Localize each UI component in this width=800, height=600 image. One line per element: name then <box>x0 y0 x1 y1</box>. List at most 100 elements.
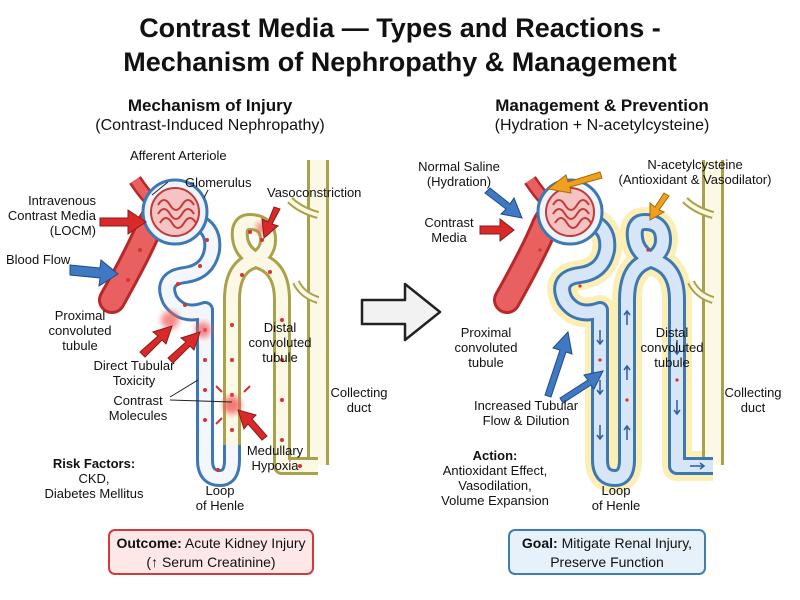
label-left-collecting-line-1: Collecting <box>330 385 388 400</box>
hypoxia-red-arrow-icon <box>237 409 268 441</box>
iv-contrast-red-arrow-icon <box>99 209 147 235</box>
label-iv-contrast-line-1: Intravenous <box>28 193 96 208</box>
label-right-collecting-duct: Collecting duct <box>720 385 786 415</box>
goal-label: Goal: <box>521 535 558 551</box>
label-blood-flow: Blood Flow <box>6 252 71 267</box>
right-collecting-duct <box>682 160 724 465</box>
label-right-proximal-line-2: convoluted <box>454 340 518 355</box>
label-right-contrast-line-2: Media <box>431 230 467 245</box>
left-panel-header: Mechanism of Injury (Contrast-Induced Ne… <box>30 96 390 136</box>
left-nephron <box>98 160 329 487</box>
label-right-collecting-line-1: Collecting <box>724 385 782 400</box>
left-panel-subheading: (Contrast-Induced Nephropathy) <box>95 117 325 134</box>
label-direct-toxicity: Direct Tubular Toxicity <box>84 358 184 388</box>
label-vasoconstriction: Vasoconstriction <box>267 185 362 200</box>
label-right-proximal-line-3: tubule <box>468 355 504 370</box>
label-right-loop-line-1: Loop <box>601 483 631 498</box>
label-left-distal-line-1: Distal <box>263 320 297 335</box>
label-contrast-molecules-line-1: Contrast <box>113 393 163 408</box>
goal-line-2: Preserve Function <box>550 554 664 570</box>
label-left-loop-line-1: Loop <box>205 483 235 498</box>
label-left-loop-of-henle: Loop of Henle <box>190 483 250 513</box>
label-right-contrast-media: Contrast Media <box>422 215 476 245</box>
normal-saline-blue-arrow-icon <box>484 187 523 219</box>
label-right-proximal-line-1: Proximal <box>460 325 512 340</box>
goal-text: Mitigate Renal Injury, <box>557 535 693 551</box>
left-distal-tubule <box>223 213 318 475</box>
action-item-3: Volume Expansion <box>441 493 549 508</box>
right-nephron <box>493 160 724 493</box>
label-left-distal-line-3: tubule <box>262 350 298 365</box>
label-nac: N-acetylcysteine (Antioxidant & Vasodila… <box>600 157 790 187</box>
action-heading: Action: <box>472 448 518 463</box>
label-normal-saline-line-2: (Hydration) <box>426 174 492 189</box>
label-normal-saline: Normal Saline (Hydration) <box>412 159 506 189</box>
label-medullary-hypoxia: Medullary Hypoxia <box>240 443 310 473</box>
right-arrows <box>479 171 670 404</box>
label-medullary-hypoxia-line-1: Medullary <box>246 443 304 458</box>
right-glomerulus <box>536 178 604 246</box>
label-normal-saline-line-1: Normal Saline <box>418 159 500 174</box>
label-left-proximal-line-3: tubule <box>62 338 98 353</box>
label-left-collecting-line-2: duct <box>346 400 372 415</box>
blood-flow-blue-arrow-icon <box>69 259 119 287</box>
right-proximal-tubule <box>553 211 636 487</box>
label-right-distal-line-2: convoluted <box>640 340 704 355</box>
left-contrast-molecules <box>126 230 302 472</box>
label-left-distal-line-2: convoluted <box>248 335 312 350</box>
label-right-distal-line-1: Distal <box>655 325 689 340</box>
outcome-box: Outcome: Acute Kidney Injury (↑ Serum Cr… <box>108 529 314 575</box>
action-item-2: Vasodilation, <box>458 478 532 493</box>
label-glomerulus: Glomerulus <box>185 175 252 190</box>
right-panel-subheading: (Hydration + N-acetylcysteine) <box>494 117 710 134</box>
glomerulus-leader-line <box>203 189 209 199</box>
label-left-proximal-line-2: convoluted <box>48 323 112 338</box>
action-item-1: Antioxidant Effect, <box>442 463 548 478</box>
label-iv-contrast-line-2: Contrast Media <box>7 208 96 223</box>
label-contrast-molecules-line-2: Molecules <box>108 408 168 423</box>
label-right-loop-of-henle: Loop of Henle <box>586 483 646 513</box>
label-left-proximal-line-1: Proximal <box>54 308 106 323</box>
page-title-line-2: Mechanism of Nephropathy & Management <box>123 47 677 77</box>
outcome-label: Outcome: <box>116 535 182 551</box>
risk-factor-item-1: CKD, <box>78 471 110 486</box>
transition-arrow-icon <box>360 282 442 342</box>
contrast-media-red-arrow-icon <box>479 217 515 243</box>
outcome-line-1: Outcome: Acute Kidney Injury <box>110 534 312 553</box>
label-increased-flow: Increased Tubular Flow & Dilution <box>468 398 584 428</box>
increased-flow-blue-arrow-2-icon <box>559 370 604 404</box>
left-glomerulus <box>141 178 209 246</box>
label-left-loop-line-2: of Henle <box>195 498 245 513</box>
vasoconstriction-red-arrow-icon <box>261 206 281 239</box>
left-proximal-tubule <box>158 211 241 487</box>
increased-flow-blue-arrow-1-icon <box>544 330 573 398</box>
goal-line-1: Goal: Mitigate Renal Injury, <box>510 534 704 553</box>
label-iv-contrast: Intravenous Contrast Media (LOCM) <box>0 193 96 238</box>
label-left-collecting-duct: Collecting duct <box>326 385 392 415</box>
risk-factors-heading: Risk Factors: <box>52 456 136 471</box>
action-list: Action: Antioxidant Effect, Vasodilation… <box>430 448 560 508</box>
right-diluted-molecules <box>538 248 679 402</box>
label-increased-flow-line-2: Flow & Dilution <box>482 413 570 428</box>
afferent-leader-line <box>151 181 169 196</box>
nac-orange-arrow-1-icon <box>546 171 603 194</box>
risk-factors: Risk Factors: CKD, Diabetes Mellitus <box>34 456 154 501</box>
label-right-loop-line-2: of Henle <box>591 498 641 513</box>
toxicity-red-arrow-2-icon <box>167 331 201 364</box>
risk-factor-item-2: Diabetes Mellitus <box>44 486 144 501</box>
nac-orange-arrow-2-icon <box>649 192 670 221</box>
page-title-line-1: Contrast Media — Types and Reactions - <box>139 13 661 43</box>
label-iv-contrast-line-3: (LOCM) <box>49 223 96 238</box>
left-arrows <box>69 181 281 441</box>
label-direct-toxicity-line-2: Toxicity <box>112 373 156 388</box>
label-increased-flow-line-1: Increased Tubular <box>473 398 579 413</box>
label-right-proximal-tubule: Proximal convoluted tubule <box>448 325 524 370</box>
right-distal-tubule <box>618 213 713 475</box>
label-left-proximal-tubule: Proximal convoluted tubule <box>30 308 130 353</box>
molecules-leader-lines <box>169 379 233 403</box>
outcome-text: Acute Kidney Injury <box>181 535 306 551</box>
left-collecting-duct <box>287 160 329 465</box>
label-contrast-molecules: Contrast Molecules <box>104 393 172 423</box>
right-panel-heading: Management & Prevention <box>495 96 709 115</box>
